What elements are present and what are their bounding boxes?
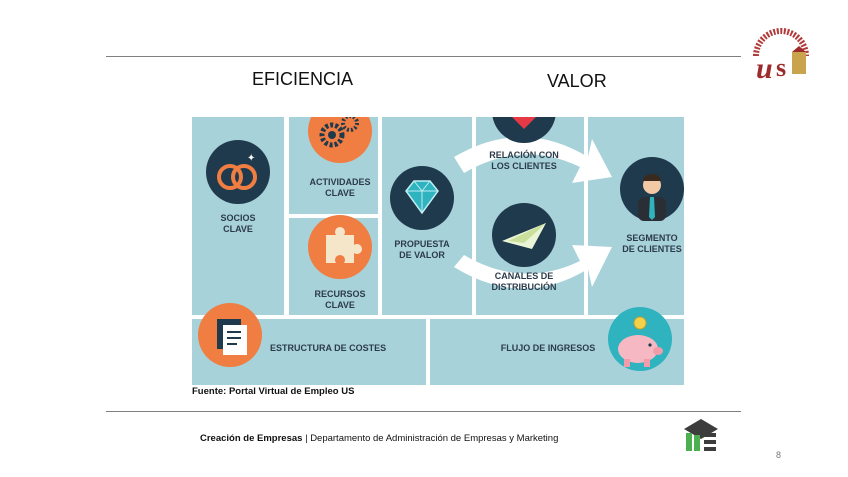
lower-arrow bbox=[454, 245, 612, 289]
puzzle-icon bbox=[308, 215, 372, 279]
top-rule bbox=[106, 56, 741, 57]
faculty-logo bbox=[680, 415, 722, 457]
canales-line1: CANALES DE bbox=[495, 271, 554, 281]
footer-separator: | bbox=[302, 433, 311, 444]
relacion-line1: RELACIÓN CON bbox=[489, 149, 559, 160]
footer-course: Creación de Empresas bbox=[200, 433, 303, 444]
footer-text: Creación de Empresas | Departamento de A… bbox=[200, 433, 558, 444]
canales-line2: DISTRIBUCIÓN bbox=[492, 281, 557, 292]
heading-valor: VALOR bbox=[547, 71, 607, 91]
paper-plane-icon bbox=[492, 203, 556, 267]
svg-text:✦: ✦ bbox=[247, 153, 255, 164]
socios-line2: CLAVE bbox=[223, 224, 253, 234]
footer-department: Departamento de Administración de Empres… bbox=[310, 433, 559, 444]
segmento-line1: SEGMENTO bbox=[626, 233, 677, 243]
page-number: 8 bbox=[776, 450, 782, 460]
svg-text:u: u bbox=[756, 52, 773, 84]
propuesta-line1: PROPUESTA bbox=[394, 239, 450, 249]
costes-label: ESTRUCTURA DE COSTES bbox=[270, 343, 386, 353]
document-icon bbox=[198, 303, 262, 367]
business-model-canvas: ✦ SOCIOS CLAVE ACTIVIDADES CLAVE RECURSO… bbox=[192, 117, 684, 385]
heading-eficiencia: EFICIENCIA bbox=[252, 69, 354, 89]
actividades-line2: CLAVE bbox=[325, 188, 355, 198]
segmento-line2: DE CLIENTES bbox=[622, 244, 682, 254]
diamond-icon bbox=[390, 166, 454, 230]
actividades-line1: ACTIVIDADES bbox=[309, 177, 370, 187]
upper-arrow bbox=[454, 137, 612, 183]
person-icon bbox=[620, 157, 684, 221]
bottom-rule bbox=[106, 411, 741, 412]
heart-icon bbox=[492, 117, 556, 143]
rings-icon: ✦ bbox=[206, 140, 270, 204]
gears-icon bbox=[308, 117, 372, 163]
relacion-line2: LOS CLIENTES bbox=[491, 161, 557, 171]
svg-text:s: s bbox=[776, 53, 786, 82]
ingresos-label: FLUJO DE INGRESOS bbox=[501, 343, 596, 353]
source-caption: Fuente: Portal Virtual de Empleo US bbox=[192, 386, 355, 397]
socios-line1: SOCIOS bbox=[220, 213, 255, 223]
recursos-line1: RECURSOS bbox=[314, 289, 365, 299]
piggy-bank-icon bbox=[608, 307, 672, 371]
recursos-line2: CLAVE bbox=[325, 300, 355, 310]
propuesta-line2: DE VALOR bbox=[399, 250, 445, 260]
university-logo: u s bbox=[748, 26, 814, 85]
